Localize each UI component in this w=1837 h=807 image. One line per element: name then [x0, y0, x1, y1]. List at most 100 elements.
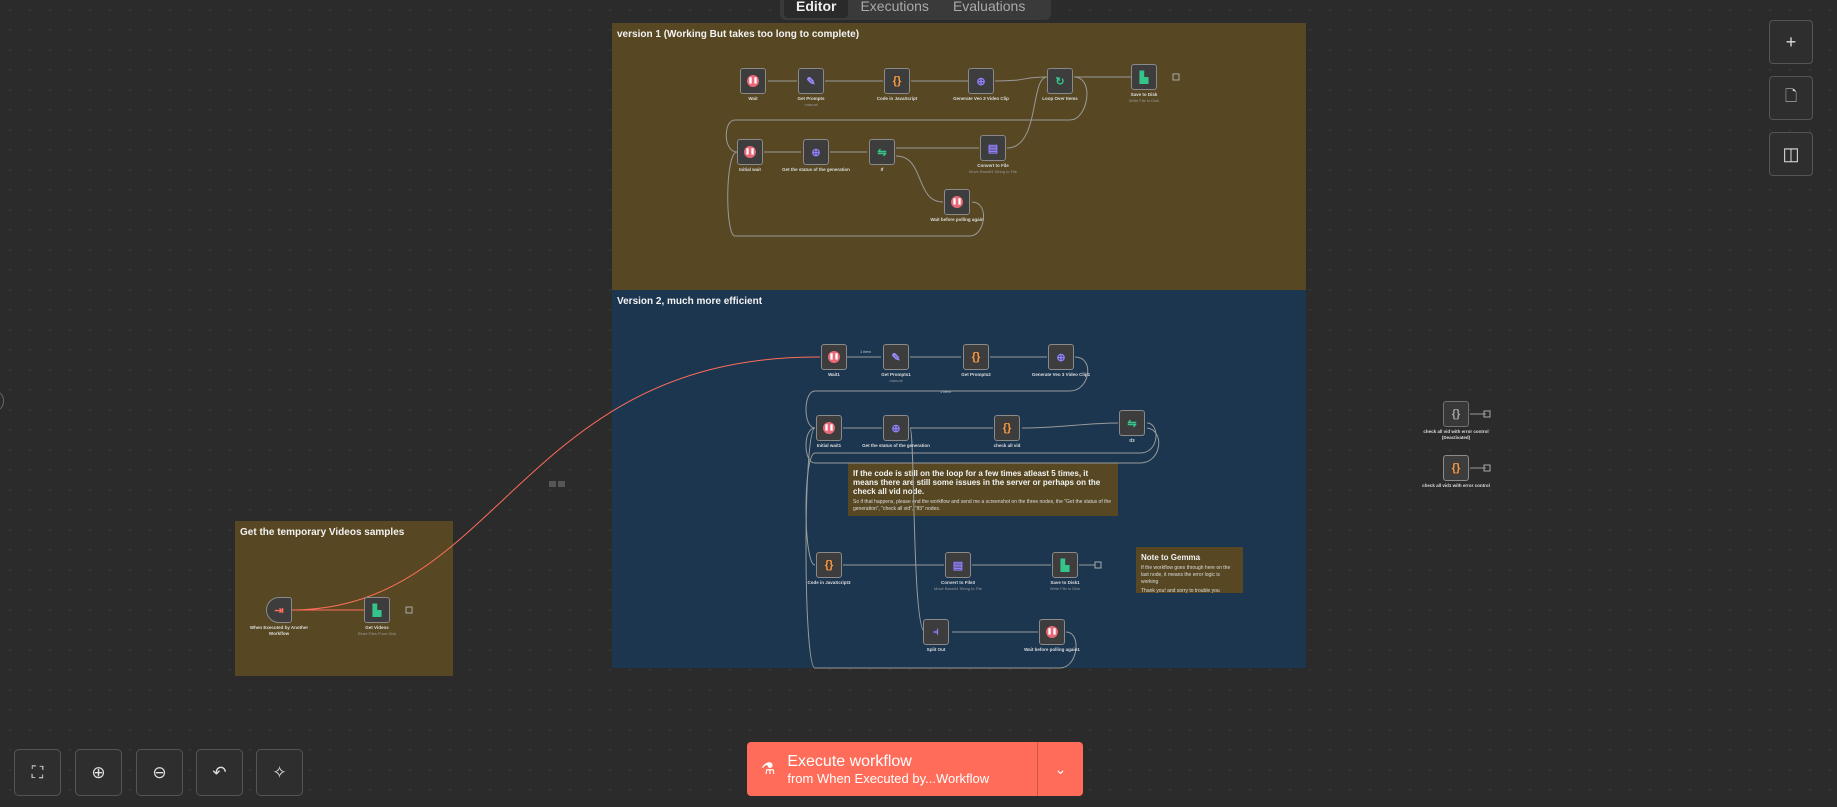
sticky-note-button[interactable]: 🗋 [1769, 76, 1813, 120]
node-loop-over-items[interactable]: ↻ [1047, 68, 1073, 94]
node-wait[interactable]: ❚❚ [740, 68, 766, 94]
node-initial-wait1[interactable]: ❚❚ [816, 415, 842, 441]
node-label: check all vid [993, 443, 1021, 448]
node-get-prompts[interactable]: ✎ [798, 68, 824, 94]
node-label: Initial wait1 [816, 443, 842, 448]
note-icon: 🗋 [1784, 87, 1798, 105]
sticky-text: If the workflow goes through here on the… [1141, 565, 1231, 585]
node-label-text: Get Videos [365, 625, 389, 630]
if-icon: ⇋ [1127, 417, 1137, 430]
node-get-status1[interactable]: ⊕ [883, 415, 909, 441]
node-check-all-vid-error-deactivated[interactable]: {} [1443, 401, 1469, 427]
code-icon: {} [824, 559, 834, 571]
connection-line [805, 427, 1077, 669]
code-icon: {} [1451, 462, 1461, 474]
sticky-title: Get the temporary Videos samples [240, 527, 405, 538]
sticky-title: Note to Gemma [1141, 553, 1201, 562]
sticky-gemma-note[interactable]: Note to Gemma If the workflow goes throu… [1136, 547, 1243, 595]
code-icon: {} [971, 351, 981, 363]
sticky-loop-warning[interactable]: If the code is still on the loop for a f… [848, 463, 1118, 516]
node-sublabel: manual [804, 101, 818, 107]
connection-line [994, 76, 1048, 82]
disk-icon: ▙ [372, 604, 382, 617]
node-wait-before-polling[interactable]: ❚❚ [944, 189, 970, 215]
broom-icon: ✧ [272, 762, 287, 782]
connection-line [805, 356, 1089, 429]
execute-dropdown-button[interactable]: ⌄ [1037, 742, 1083, 796]
tab-executions[interactable]: Executions [860, 0, 929, 14]
node-split-out[interactable]: ⫞ [923, 619, 949, 645]
sticky-version1[interactable]: version 1 (Working But takes too long to… [612, 23, 1306, 290]
node-label: Initial wait [739, 167, 761, 172]
execute-workflow-button[interactable]: ⚗ Execute workflow from When Executed by… [747, 742, 1083, 796]
pause-icon: ❚❚ [951, 196, 963, 208]
node-label-text: Save to Disk1 [1050, 580, 1080, 585]
node-code-javascript[interactable]: {} [884, 68, 910, 94]
node-label: Code in JavaScript [876, 96, 918, 101]
node-check-all-vid[interactable]: {} [994, 415, 1020, 441]
node-get-prompts2[interactable]: {} [963, 344, 989, 370]
node-get-prompts1[interactable]: ✎ [883, 344, 909, 370]
node-label: If [880, 167, 884, 172]
edge-label: 1 item [860, 349, 871, 354]
endpoint-marker [1094, 561, 1102, 569]
flask-icon: ⚗ [761, 761, 776, 778]
loop-icon: ↻ [1055, 75, 1065, 88]
tab-evaluations[interactable]: Evaluations [952, 0, 1026, 14]
undo-button[interactable]: ↶ [196, 749, 243, 796]
connection-line [895, 155, 944, 203]
node-generate-veo[interactable]: ⊕ [968, 68, 994, 94]
view-tabs: Editor Executions Evaluations [780, 0, 1051, 20]
sticky-text: Thank you! and sorry to trouble you [1141, 588, 1220, 595]
pause-icon: ❚❚ [828, 351, 840, 363]
tab-editor[interactable]: Editor [784, 0, 849, 18]
tidy-up-button[interactable]: ✧ [256, 749, 303, 796]
node-label: When Executed by Another Workflow [249, 625, 309, 636]
code-icon: {} [1002, 422, 1012, 434]
edge-label: 1 item [940, 389, 951, 394]
node-label: Generate Veo 3 Video Clip [953, 96, 1009, 101]
sticky-title: Version 2, much more efficient [617, 296, 763, 307]
node-wait-before-polling1[interactable]: ❚❚ [1039, 619, 1065, 645]
node-generate-veo1[interactable]: ⊕ [1048, 344, 1074, 370]
disk-icon: ▙ [1060, 559, 1070, 572]
node-label: check all vid with error control (Deacti… [1423, 429, 1489, 440]
globe-icon: ⊕ [976, 75, 986, 88]
node-sublabel: Write File to Disk [1128, 97, 1160, 103]
zoom-in-button[interactable]: ⊕ [75, 749, 122, 796]
panel-icon: ◫ [1782, 143, 1800, 164]
node-initial-wait[interactable]: ❚❚ [737, 139, 763, 165]
node-label: Wait1 [828, 372, 840, 377]
node-save-to-disk[interactable]: ▙ [1131, 64, 1157, 90]
add-node-button[interactable]: + [1769, 20, 1813, 64]
chevron-down-icon: ⌄ [1054, 760, 1067, 777]
connection-line [725, 76, 1088, 153]
node-label-text: Convert to File [977, 163, 1009, 168]
node-convert-to-file3[interactable]: ▤ [945, 552, 971, 578]
fit-view-button[interactable]: ⛶ [14, 749, 61, 796]
node-check-all-vid1-error[interactable]: {} [1443, 455, 1469, 481]
node-code-javascript3[interactable]: {} [816, 552, 842, 578]
node-convert-to-file[interactable]: ▤ [980, 135, 1006, 161]
node-get-status[interactable]: ⊕ [803, 139, 829, 165]
pen-icon: ✎ [891, 351, 901, 364]
node-save-to-disk1[interactable]: ▙ [1052, 552, 1078, 578]
node-execute-trigger[interactable]: ⇥ [266, 597, 292, 623]
undo-icon: ↶ [212, 762, 227, 782]
toggle-panel-button[interactable]: ◫ [1769, 132, 1813, 176]
node-if3[interactable]: ⇋ [1119, 410, 1145, 436]
fit-view-icon: ⛶ [31, 762, 44, 782]
node-get-videos[interactable]: ▙ [364, 597, 390, 623]
execute-main[interactable]: ⚗ Execute workflow from When Executed by… [747, 742, 1037, 796]
zoom-out-button[interactable]: ⊖ [136, 749, 183, 796]
pause-icon: ❚❚ [823, 422, 835, 434]
node-wait1[interactable]: ❚❚ [821, 344, 847, 370]
node-if[interactable]: ⇋ [869, 139, 895, 165]
file-icon: ▤ [952, 559, 964, 572]
